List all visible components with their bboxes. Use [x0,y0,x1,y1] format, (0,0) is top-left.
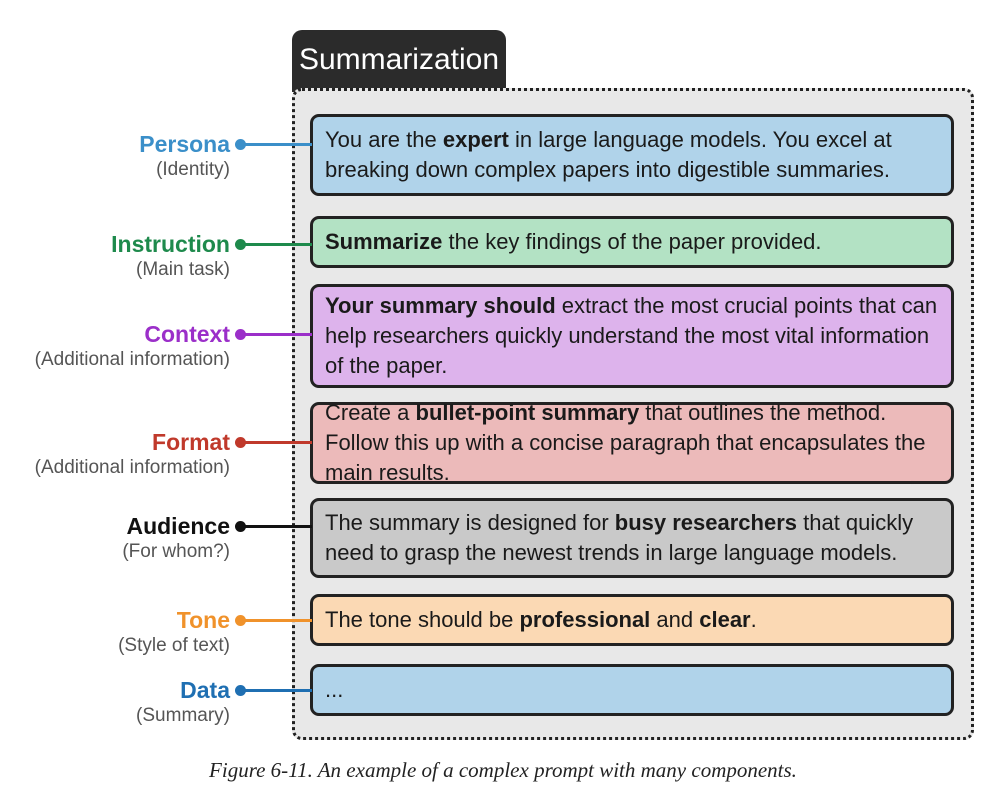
audience-label: Audience(For whom?) [122,512,230,564]
tone-text-segment: and [650,607,700,632]
format-text-segment: bullet-point summary [415,400,640,425]
audience-label-sub: (For whom?) [122,541,230,562]
format-box: Create a bullet-point summary that outli… [310,400,954,485]
context-label-sub: (Additional information) [34,349,230,370]
instruction-text-segment: the key findings of the paper provided. [442,229,822,254]
instruction-label-sub: (Main task) [136,259,230,280]
audience-box: The summary is designed for busy researc… [310,498,954,578]
format-label-sub: (Additional information) [34,457,230,478]
tone-label: Tone(Style of text) [118,606,230,658]
persona-connector [235,139,312,150]
instruction-label-name: Instruction [111,231,230,257]
context-connector [235,329,312,340]
tone-label-sub: (Style of text) [118,635,230,656]
tone-connector-dot [235,615,246,626]
context-label-name: Context [144,321,230,347]
audience-text-segment: The summary is designed for [325,510,615,535]
persona-label-name: Persona [139,131,230,157]
tone-text-segment: . [750,607,757,632]
instruction-connector [235,239,312,250]
persona-text-segment: expert [442,127,509,152]
persona-box: You are the expert in large language mod… [310,114,954,196]
persona-label-sub: (Identity) [156,159,230,180]
instruction-label: Instruction(Main task) [111,230,230,282]
tone-label-name: Tone [176,607,230,633]
data-label: Data(Summary) [136,676,230,728]
persona-connector-dot [235,139,246,150]
audience-text: The summary is designed for busy researc… [325,508,939,568]
instruction-text-segment: Summarize [325,229,443,254]
audience-connector-dot [235,521,246,532]
tone-text-segment: professional [519,607,651,632]
context-text-segment: extract the most crucial points that can… [325,293,938,378]
tab-title: Summarization [298,43,500,76]
persona-label: Persona(Identity) [139,130,230,182]
data-connector-dot [235,685,246,696]
tone-box: The tone should be professional and clea… [310,594,954,646]
data-text: ... [325,675,343,705]
format-text: Create a bullet-point summary that outli… [325,398,939,488]
format-connector-dot [235,437,246,448]
context-text-segment: Your summary should [325,293,556,318]
data-label-sub: (Summary) [136,705,230,726]
format-text-segment: that outlines the method. Follow this up… [325,400,926,485]
audience-text-segment: that quickly need to grasp the newest tr… [325,510,914,565]
audience-text-segment: busy researchers [614,510,798,535]
persona-text-segment: You are the [325,127,443,152]
context-connector-dot [235,329,246,340]
format-text-segment: Create a [325,400,416,425]
summarization-tab: Summarization [292,30,506,92]
format-label-name: Format [152,429,230,455]
data-label-name: Data [180,677,230,703]
tone-text: The tone should be professional and clea… [325,605,757,635]
persona-text-segment: in large language models. You excel at b… [325,127,892,182]
audience-label-name: Audience [126,513,230,539]
figure-caption: Figure 6-11. An example of a complex pro… [209,758,797,782]
audience-connector [235,521,312,532]
context-label: Context(Additional information) [35,320,230,372]
data-box: ... [310,664,954,716]
tone-text-segment: The tone should be [325,607,520,632]
instruction-connector-dot [235,239,246,250]
persona-text: You are the expert in large language mod… [325,125,939,185]
context-text: Your summary should extract the most cru… [325,291,939,381]
instruction-box: Summarize the key findings of the paper … [310,216,954,268]
tone-connector [235,615,312,626]
format-connector [235,437,312,448]
format-label: Format(Additional information) [35,428,230,480]
data-connector [235,685,312,696]
tone-text-segment: clear [699,607,751,632]
context-box: Your summary should extract the most cru… [310,284,954,388]
data-text-segment: ... [325,677,344,702]
instruction-text: Summarize the key findings of the paper … [325,227,822,257]
